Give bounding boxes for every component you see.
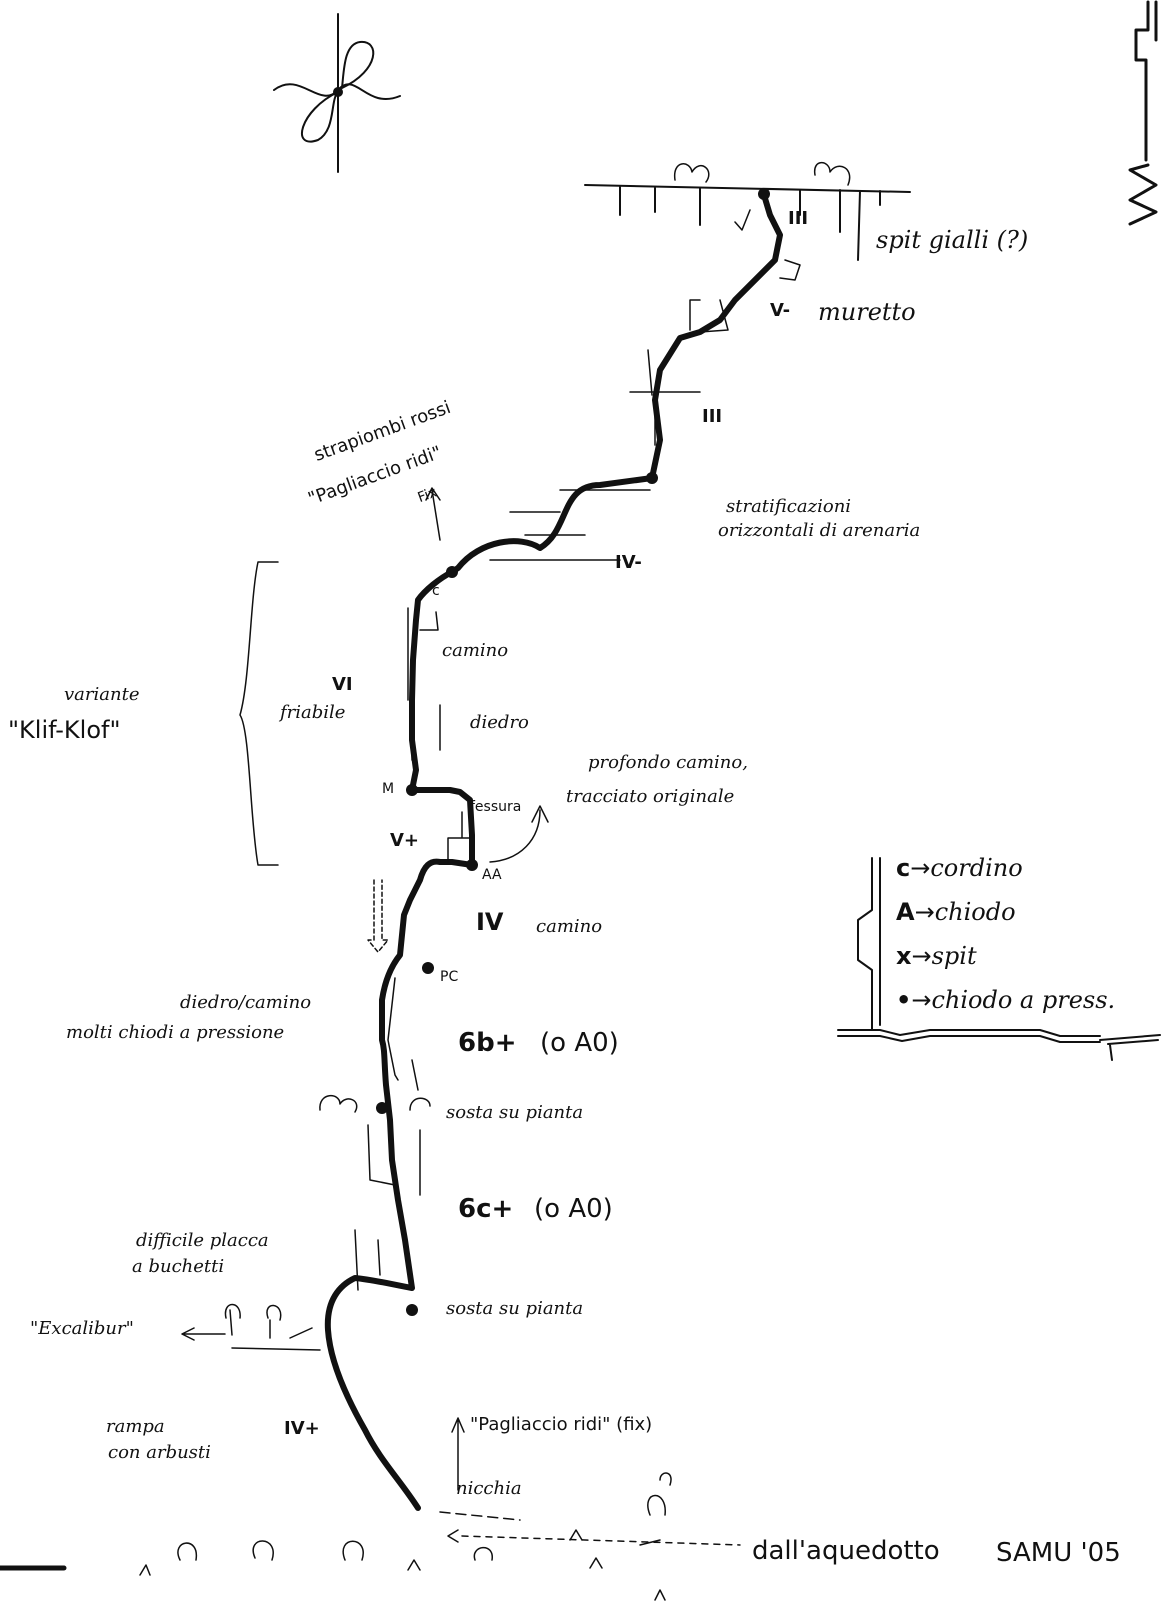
bush-right [409, 1097, 431, 1111]
summit-ticks [619, 186, 881, 261]
legend-text: chiodo a press. [931, 986, 1116, 1014]
label-excalibur: "Excalibur" [30, 1318, 134, 1339]
grade-strat: IV- [615, 552, 642, 573]
label-difficile-1: difficile placca [136, 1230, 269, 1251]
label-rampa-2: con arbusti [108, 1442, 211, 1463]
signature: SAMU '05 [996, 1538, 1121, 1568]
label-stratificazioni-2: orizzontali di arenaria [718, 520, 921, 541]
label-diedro: diedro [470, 712, 529, 733]
label-profondo-2: tracciato originale [566, 786, 735, 807]
approach-path [461, 1535, 741, 1546]
legend-text: spit [931, 942, 977, 970]
mark-m: M [382, 781, 395, 797]
overhang-iii [629, 349, 701, 446]
label-muretto: muretto [818, 298, 916, 326]
approach-arrow [447, 1529, 661, 1546]
label-difficile-2: a buchetti [132, 1256, 225, 1277]
legend-item-chiodo: A→chiodo [896, 898, 1016, 926]
legend-item-spit: x→spit [896, 942, 977, 970]
fessura-box [447, 811, 471, 863]
rock-steps-top [689, 209, 801, 333]
label-variante-2: "Klif-Klof" [8, 716, 121, 744]
label-stratificazioni-1: stratificazioni [726, 496, 852, 517]
mark-c-top: c [432, 583, 440, 599]
label-sosta-2: sosta su pianta [446, 1298, 584, 1319]
camino-wall [407, 607, 441, 761]
grade-vplus: V+ [390, 830, 420, 851]
legend-item-cordino: c→cordino [896, 854, 1023, 882]
legend-symbol: A [896, 898, 915, 926]
main-route-line [324, 192, 783, 1511]
grade-6b-alt: (o A0) [540, 1028, 619, 1058]
label-camino-top: camino [442, 640, 509, 661]
label-pagliaccio-fix: "Pagliaccio ridi" (fix) [470, 1414, 653, 1435]
mark-pc: PC [440, 969, 459, 985]
scale-bar-icon [1128, 0, 1158, 226]
grade-6c: 6c+ [458, 1194, 514, 1224]
grade-6c-alt: (o A0) [534, 1194, 613, 1224]
grade-iv: IV [476, 908, 504, 936]
pagliaccio-arrow [451, 1417, 465, 1491]
grade-muretto: V- [770, 300, 791, 321]
lower-wall [354, 977, 421, 1291]
strat-lines [489, 489, 651, 561]
grade-mid-iii: III [702, 406, 723, 427]
grade-vi: VI [332, 674, 353, 695]
base-line [439, 1511, 521, 1521]
bush-left [319, 1095, 358, 1113]
label-friabile: friabile [280, 702, 346, 723]
label-variante-1: variante [64, 684, 140, 705]
label-diedro-camino-1: diedro/camino [180, 992, 312, 1013]
legend-text: cordino [930, 854, 1023, 882]
original-route-arrow [489, 805, 549, 863]
legend-text: chiodo [934, 898, 1016, 926]
summit-bushes [674, 161, 851, 186]
excalibur-trees [224, 1303, 282, 1339]
grade-6b: 6b+ [458, 1028, 517, 1058]
legend-item-chiodo-press: •→chiodo a press. [896, 986, 1116, 1014]
legend-symbol: x [896, 942, 912, 970]
summit-ridge [584, 184, 911, 193]
variant-arrow [367, 879, 389, 953]
grade-ivplus: IV+ [284, 1418, 320, 1439]
base-trees [177, 1472, 672, 1561]
compass-rose-icon [273, 13, 401, 173]
belay-points [376, 188, 770, 1316]
label-spit-gialli: spit gialli (?) [876, 226, 1029, 254]
excalibur-arrow [181, 1327, 321, 1351]
grade-top-iii: III [788, 208, 809, 229]
legend-symbol: • [896, 986, 912, 1014]
legend-box [837, 857, 1161, 1061]
label-sosta-1: sosta su pianta [446, 1102, 584, 1123]
arrow-strapiombi [425, 487, 441, 541]
label-rampa-1: rampa [106, 1416, 165, 1437]
label-fessura: fessura [470, 799, 522, 815]
label-nicchia: nicchia [456, 1478, 522, 1499]
variante-bracket [239, 561, 279, 866]
legend-symbol: c [896, 854, 911, 882]
label-profondo-1: profondo camino, [588, 752, 748, 773]
mark-aa: AA [482, 867, 502, 883]
label-diedro-camino-2: molti chiodi a pressione [66, 1022, 285, 1043]
base-grass [139, 1529, 666, 1601]
label-dallaquedotto: dall'aquedotto [752, 1536, 940, 1566]
label-camino-mid: camino [536, 916, 603, 937]
